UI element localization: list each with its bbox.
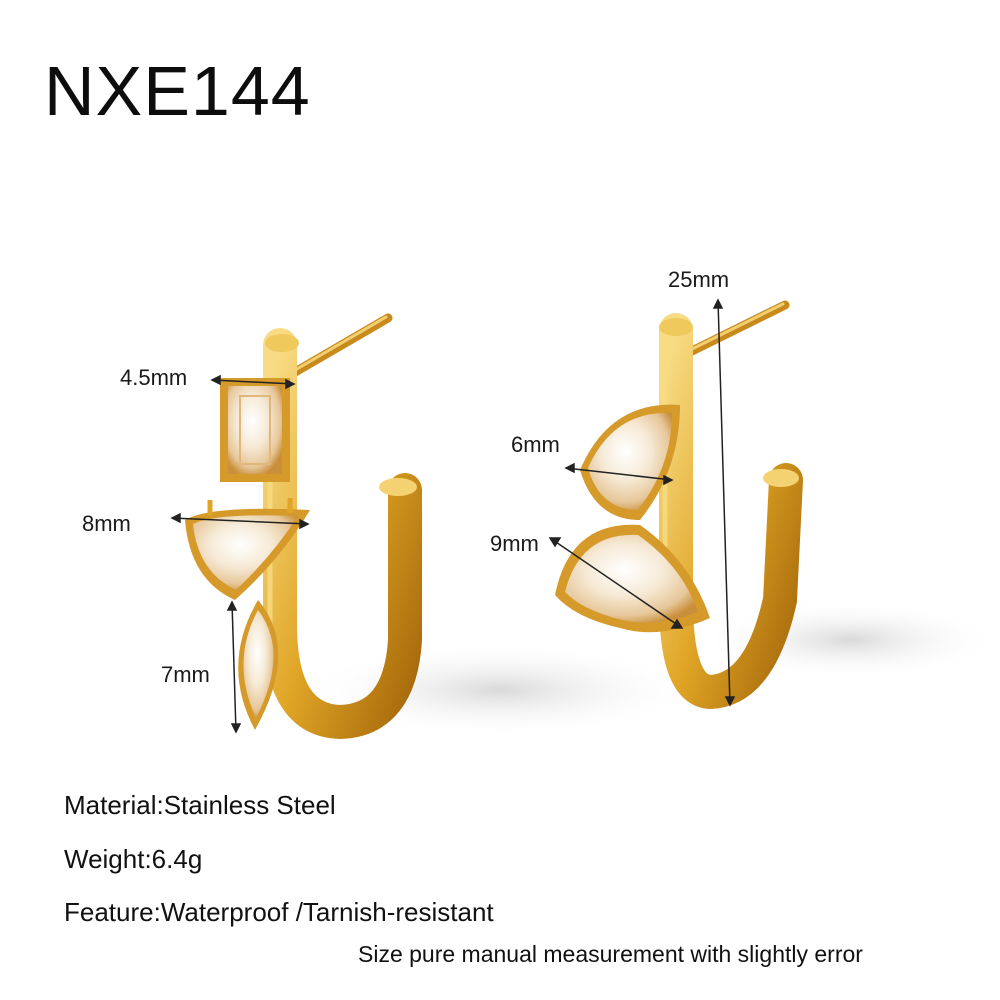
measurement-note: Size pure manual measurement with slight… bbox=[358, 941, 863, 967]
spec-feature: Feature:Waterproof /Tarnish-resistant bbox=[64, 897, 494, 927]
measurement-lines bbox=[170, 298, 736, 734]
spec-weight: Weight:6.4g bbox=[64, 844, 203, 874]
dimension-label-25mm: 25mm bbox=[668, 267, 730, 292]
spec-material: Material:Stainless Steel bbox=[64, 790, 336, 820]
dimension-label-7mm: 7mm bbox=[161, 662, 210, 687]
dimension-label-8mm: 8mm bbox=[82, 511, 131, 536]
dimension-label-6mm: 6mm bbox=[511, 432, 560, 457]
right-earring bbox=[555, 300, 803, 710]
product-sku: NXE144 bbox=[44, 52, 311, 130]
left-earring bbox=[185, 313, 422, 740]
dimension-label-4-5mm: 4.5mm bbox=[120, 365, 188, 390]
dimension-label-9mm: 9mm bbox=[490, 531, 539, 556]
